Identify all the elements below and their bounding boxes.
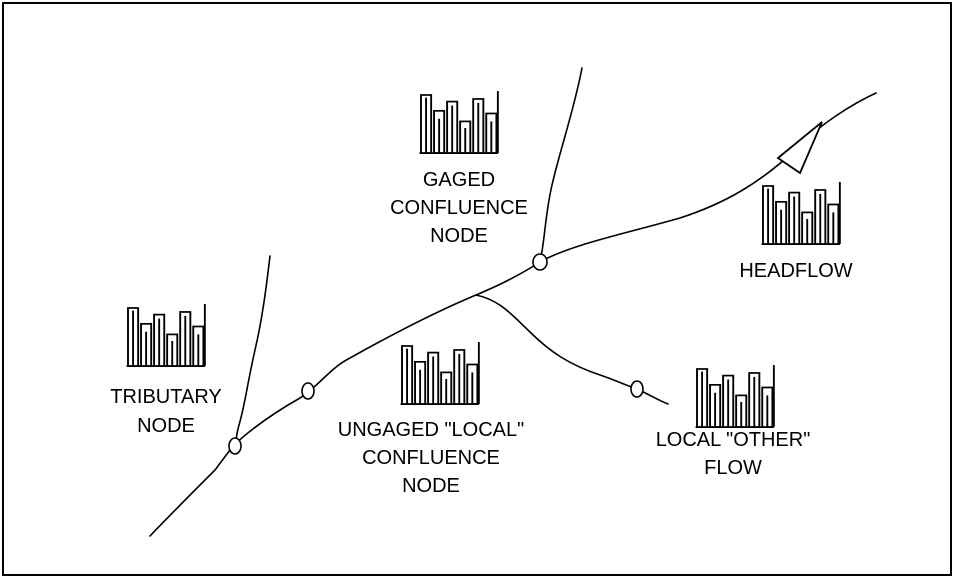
gaged-confluence-label-line2: CONFLUENCE [390, 197, 528, 219]
tributary-hydrograph-icon [125, 303, 206, 368]
tributary-node-icon [228, 437, 242, 455]
local-other-node-icon [630, 380, 644, 398]
ungaged-hydrograph-icon [399, 341, 480, 406]
ungaged-local-label-line2: CONFLUENCE [362, 447, 500, 469]
headflow-label: HEADFLOW [739, 260, 852, 282]
local-other-label-line1: LOCAL "OTHER" [656, 429, 811, 451]
tributary-label-line1: TRIBUTARY [110, 386, 222, 408]
main-river-line [149, 92, 877, 537]
flow-direction-arrow-icon [776, 121, 823, 175]
local-other-label-line2: FLOW [704, 457, 762, 479]
local-other-hydrograph-icon [694, 364, 775, 429]
local-branch-stream-line [475, 294, 669, 405]
ungaged-local-label-line3: NODE [402, 475, 460, 497]
gaged-confluence-label-line3: NODE [430, 225, 488, 247]
diagram-frame [2, 2, 952, 576]
tributary-label-line2: NODE [137, 415, 195, 437]
ungaged-local-label-line1: UNGAGED "LOCAL" [338, 419, 524, 441]
gaged-node-icon [532, 253, 548, 271]
ungaged-node-icon [301, 382, 315, 400]
tributary-stream-line [234, 255, 271, 447]
gaged-hydrograph-icon [418, 90, 499, 155]
gaged-confluence-label-line1: GAGED [423, 169, 495, 191]
gaged-inflow-stream-line [539, 67, 583, 263]
headflow-hydrograph-icon [760, 181, 841, 246]
